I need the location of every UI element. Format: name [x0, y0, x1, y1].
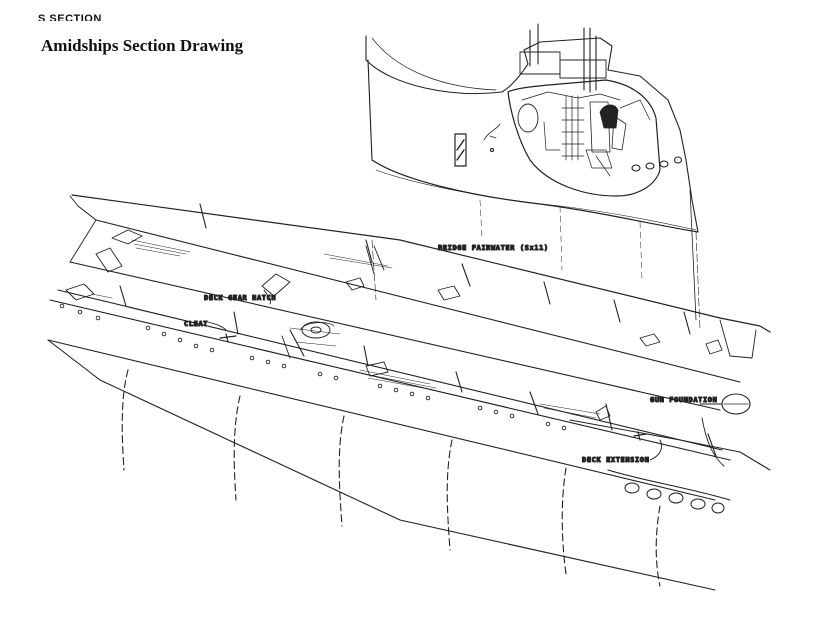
bridge-fairwater	[365, 23, 699, 321]
callout-leaders	[207, 289, 723, 461]
callout-deck-extension: DECK EXTENSION	[582, 456, 649, 464]
callout-cleat: CLEAT	[184, 320, 208, 328]
drawing-title: Amidships Section Drawing	[41, 36, 244, 55]
callout-gun-foundation: GUN FOUNDATION	[650, 396, 717, 404]
clipped-section-header-text: S SECTION	[38, 13, 102, 21]
hull-and-deck	[47, 194, 771, 591]
callout-deck-gear-hatch: DECK GEAR HATCH	[204, 294, 276, 302]
clipped-section-header: S SECTION	[38, 10, 108, 21]
callout-bridge-fairwater: BRIDGE FAIRWATER (Sx11)	[438, 244, 549, 252]
